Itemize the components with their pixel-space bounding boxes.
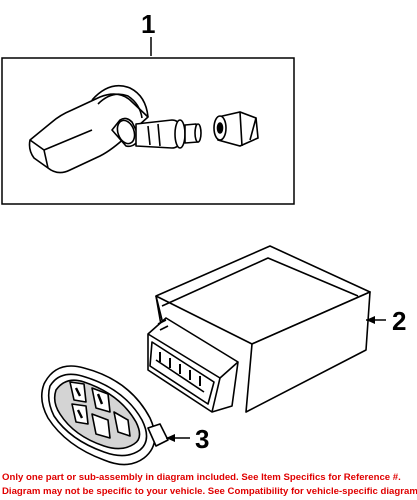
key-fob-transmitter-icon (40, 365, 169, 466)
part-1-frame (1, 57, 295, 205)
callout-number-1: 1 (141, 9, 155, 39)
callout-number-3: 3 (195, 424, 209, 454)
control-module-icon (147, 245, 371, 413)
valve-cap-icon (213, 111, 259, 147)
disclaimer-footer: Only one part or sub-assembly in diagram… (0, 470, 417, 500)
arrow-3-icon (166, 434, 175, 442)
disclaimer-line-1: Only one part or sub-assembly in diagram… (2, 472, 401, 483)
arrow-2-icon (366, 316, 375, 324)
callout-number-2: 2 (392, 306, 406, 336)
disclaimer-line-2: Diagram may not be specific to your vehi… (2, 486, 417, 497)
tpms-sensor-valve-icon (28, 84, 202, 174)
